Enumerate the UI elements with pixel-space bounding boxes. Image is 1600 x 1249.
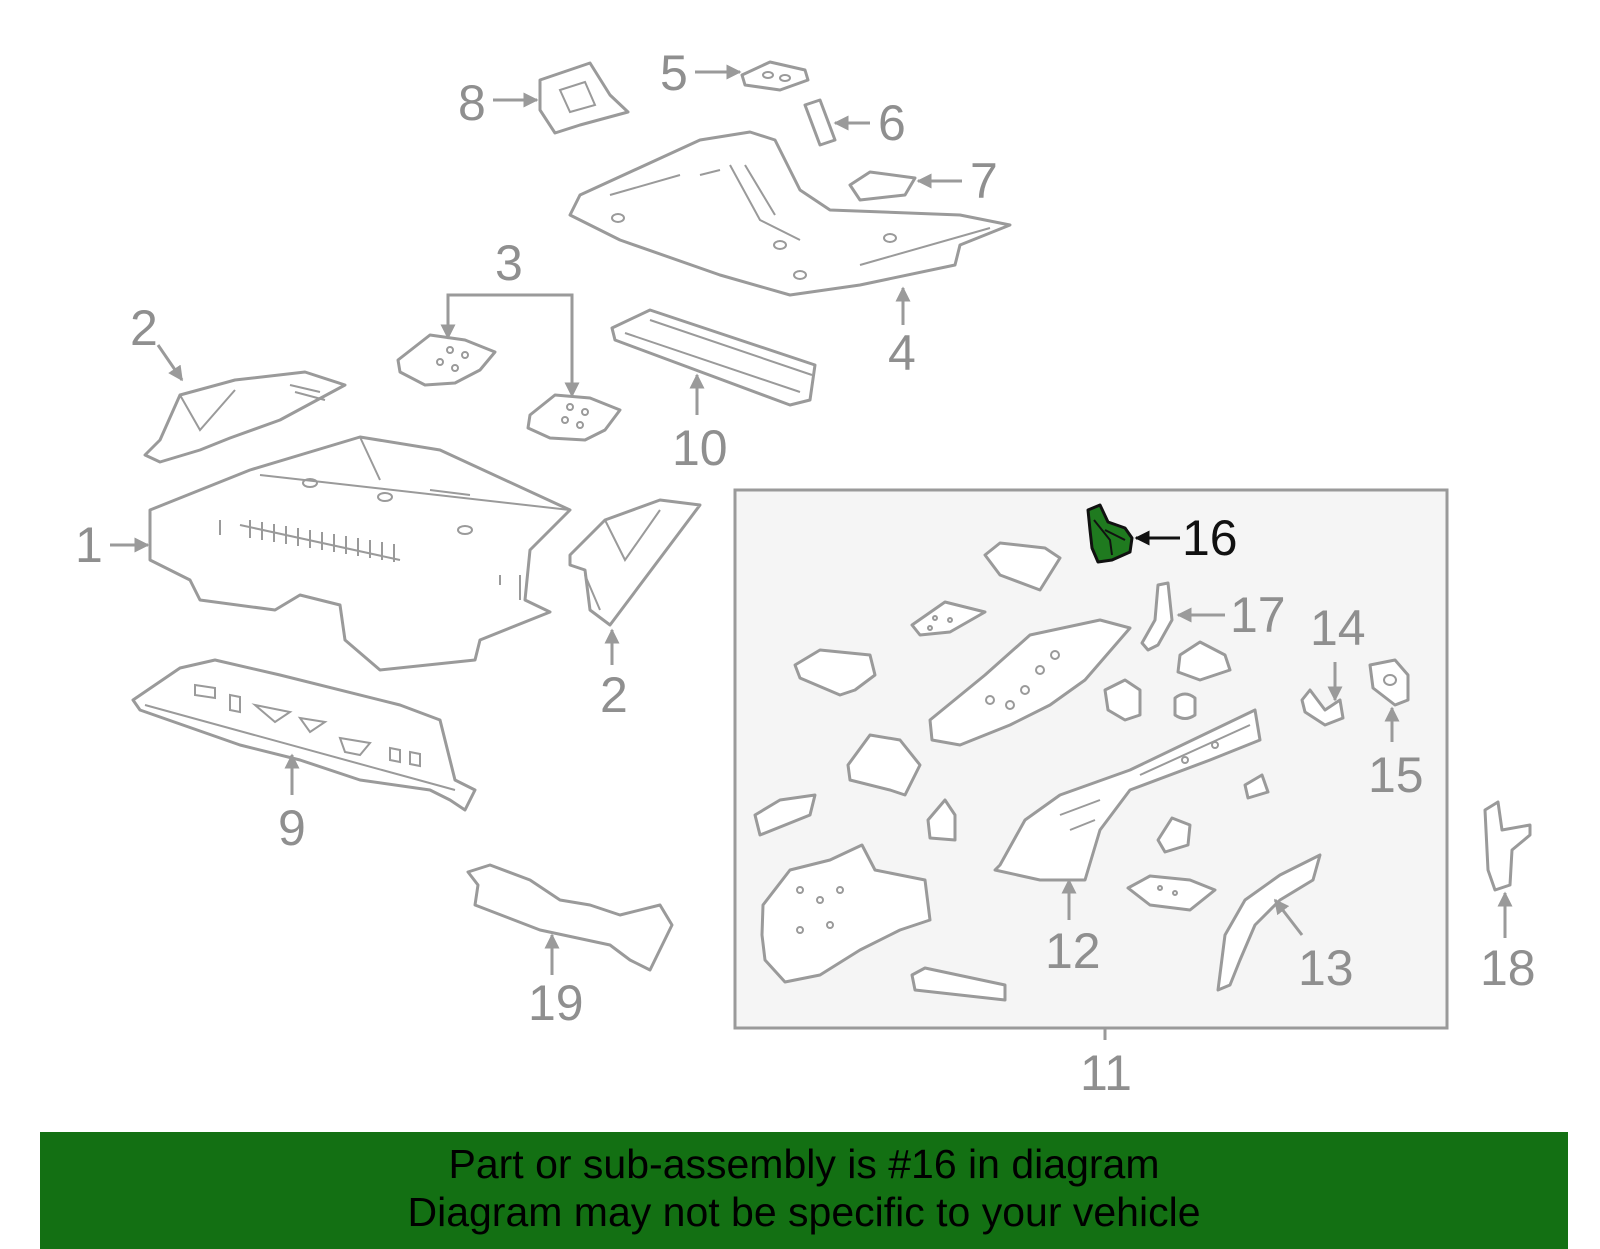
part-11-bracket-b[interactable]: [793, 648, 877, 697]
info-banner: Part or sub-assembly is #16 in diagram D…: [40, 1132, 1568, 1249]
part-11-cylinder[interactable]: [1173, 692, 1197, 720]
part-18[interactable]: [1483, 800, 1532, 892]
callout-2-left: 2: [130, 300, 158, 356]
callout-4: 4: [888, 325, 916, 381]
part-11-small-g[interactable]: [926, 798, 957, 842]
part-11-plate-b[interactable]: [1126, 874, 1217, 912]
part-1[interactable]: [148, 435, 572, 672]
callout-11: 11: [1080, 1045, 1132, 1101]
part-11-small-h[interactable]: [1156, 816, 1192, 854]
part-3a[interactable]: [396, 333, 497, 387]
part-6[interactable]: [803, 98, 837, 147]
part-13[interactable]: [1216, 853, 1322, 992]
part-19[interactable]: [466, 863, 674, 972]
part-11-bracket-d[interactable]: [1103, 678, 1142, 722]
part-5[interactable]: [740, 60, 810, 92]
part-10[interactable]: [610, 308, 817, 407]
callout-15: 15: [1368, 747, 1424, 803]
part-14[interactable]: [1300, 688, 1345, 727]
part-11-rail-outer[interactable]: [993, 708, 1262, 882]
part-2-right[interactable]: [568, 498, 702, 627]
callout-1: 1: [75, 517, 103, 573]
callout-2-right: 2: [600, 667, 628, 723]
part-2-left[interactable]: [143, 370, 347, 464]
part-11-bracket-e[interactable]: [1176, 640, 1232, 682]
banner-line-1: Part or sub-assembly is #16 in diagram: [448, 1141, 1160, 1187]
callout-9: 9: [278, 800, 306, 856]
part-9[interactable]: [131, 658, 477, 812]
part-8[interactable]: [538, 61, 630, 135]
part-11-apron[interactable]: [760, 843, 932, 984]
callout-6: 6: [878, 95, 906, 151]
callout-5: 5: [660, 45, 688, 101]
part-11-plate-a[interactable]: [910, 600, 987, 637]
callout-14: 14: [1310, 600, 1366, 656]
part-16[interactable]: [1086, 503, 1134, 564]
callout-18: 18: [1480, 940, 1536, 996]
callout-13: 13: [1298, 940, 1354, 996]
callout-19: 19: [528, 975, 584, 1031]
callout-17: 17: [1230, 587, 1286, 643]
callout-7: 7: [970, 153, 998, 209]
part-7[interactable]: [848, 170, 917, 202]
part-17[interactable]: [1140, 581, 1174, 652]
part-11-bracket-a[interactable]: [983, 541, 1062, 592]
callout-10: 10: [672, 420, 728, 476]
callout-3: 3: [495, 235, 523, 291]
part-3b[interactable]: [526, 393, 622, 442]
callout-8: 8: [458, 75, 486, 131]
part-11-small-i[interactable]: [1243, 773, 1270, 800]
part-11-small-f[interactable]: [753, 793, 817, 837]
part-4[interactable]: [568, 130, 1012, 297]
part-11-small-j[interactable]: [910, 966, 1007, 1002]
callout-12: 12: [1045, 923, 1101, 979]
part-11-rail-inner[interactable]: [928, 618, 1132, 747]
part-11-bracket-c[interactable]: [846, 733, 922, 797]
banner-line-2: Diagram may not be specific to your vehi…: [407, 1189, 1201, 1235]
callout-16: 16: [1182, 510, 1238, 566]
part-15[interactable]: [1368, 658, 1410, 707]
